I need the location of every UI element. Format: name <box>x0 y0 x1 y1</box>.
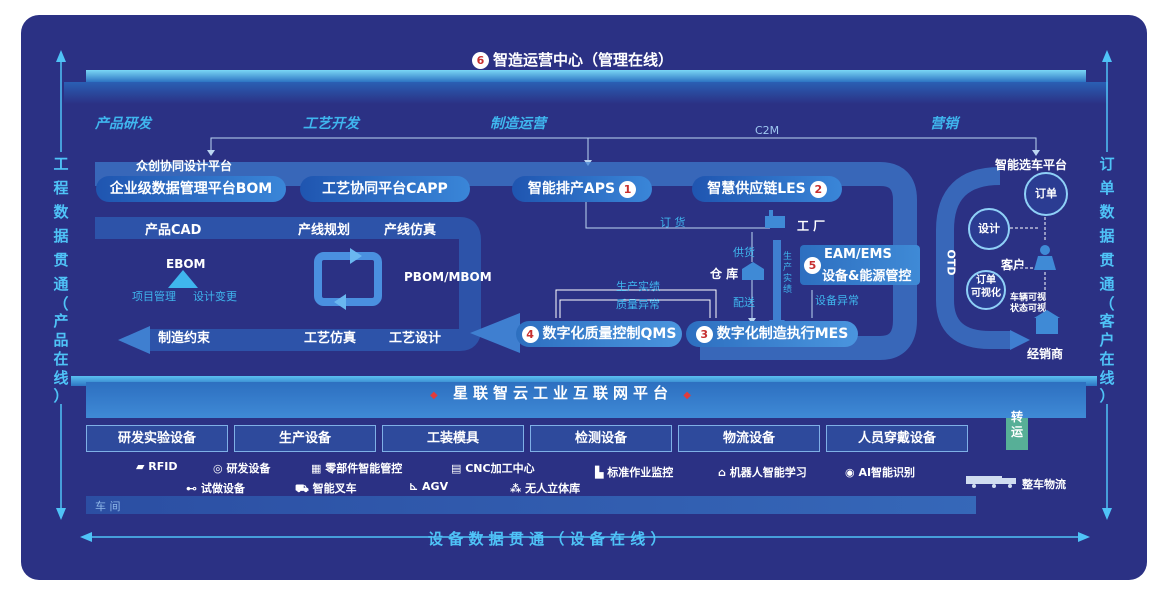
left-axis-text: 工 程 数 据 贯 通 （ 产 品 在 线 ） <box>51 152 71 404</box>
smart-car-platform: 智能选车平台 <box>995 158 1068 172</box>
trial-icon: ⊷ <box>186 482 201 495</box>
ebom-label: EBOM <box>166 257 206 271</box>
factory-label: 工 厂 <box>797 219 826 233</box>
workshop-band <box>86 496 976 514</box>
platform-bar <box>86 382 1086 418</box>
equipment-production[interactable]: 生产设备 <box>234 425 376 452</box>
order-label: 订 货 <box>660 216 686 229</box>
cnc-icon: ▤ <box>451 462 466 475</box>
track-label: 车辆可视 <box>1010 293 1047 303</box>
forklift-icon: ⛟ <box>295 482 313 495</box>
manufacturing-constraint: 制造约束 <box>158 331 211 346</box>
stage-product-rd: 产品研发 <box>95 116 151 132</box>
stage-process-dev: 工艺开发 <box>303 116 359 132</box>
equipment-wearable[interactable]: 人员穿戴设备 <box>826 425 968 452</box>
stage-marketing: 营销 <box>930 116 958 132</box>
agv-icon: ⊾ <box>409 480 423 493</box>
line-planning: 产线规划 <box>298 223 351 238</box>
number-badge-1: 1 <box>619 180 637 198</box>
design-change: 设计变更 <box>193 290 237 303</box>
equipment-data-axis: 设 备 数 据 贯 通 （ 设 备 在 线 ） <box>428 530 666 548</box>
capp-platform[interactable]: 工艺协同平台CAPP <box>300 176 470 202</box>
number-badge-2: 2 <box>809 180 827 198</box>
design-circle[interactable]: 设计 <box>968 208 1010 250</box>
platform-top-strip <box>60 376 1110 386</box>
product-cad: 产品CAD <box>145 223 202 238</box>
supply-label: 供货 <box>733 246 755 259</box>
eam-ems-label: EAM/EMS <box>824 247 892 262</box>
device-ai: ◉ AI智能识别 <box>845 466 916 479</box>
vehicle-logistics-label: 整车物流 <box>1022 478 1066 491</box>
number-badge-3: 3 <box>695 325 713 343</box>
device-cnc: ▤ CNC加工中心 <box>451 462 535 475</box>
top-band <box>64 82 1108 104</box>
warehouse-icon <box>742 262 764 280</box>
workshop-label: 车 间 <box>95 500 121 513</box>
eam-ems-box[interactable]: 5 EAM/EMS 设备&能源管控 <box>800 245 920 285</box>
ai-icon: ◉ <box>845 466 859 479</box>
factory-icon <box>765 210 785 228</box>
process-design: 工艺设计 <box>389 331 442 346</box>
project-management: 项目管理 <box>132 290 176 303</box>
process-simulation: 工艺仿真 <box>304 331 357 346</box>
diamond-icon: ◆ <box>430 390 443 401</box>
background-panel <box>21 15 1147 580</box>
order-circle[interactable]: 订单 <box>1024 172 1068 216</box>
line-simulation: 产线仿真 <box>384 223 437 238</box>
equipment-tooling[interactable]: 工装模具 <box>382 425 524 452</box>
device-rd: ◎ 研发设备 <box>213 462 271 475</box>
top-bar <box>86 70 1086 82</box>
equipment-energy-label: 设备&能源管控 <box>822 269 912 284</box>
pbom-mbom: PBOM/MBOM <box>404 270 492 284</box>
number-badge-5: 5 <box>804 257 821 274</box>
quality-anomaly-label: 质量异常 <box>616 298 660 311</box>
rd-device-icon: ◎ <box>213 462 227 475</box>
realtime-production-vertical: 生产实绩 <box>783 252 793 295</box>
device-parts: ▦ 零部件智能管控 <box>311 462 403 475</box>
asrs-icon: ⁂ <box>510 482 526 495</box>
monitor-icon: ▙ <box>595 466 608 479</box>
device-trial: ⊷ 试做设备 <box>186 482 245 495</box>
equipment-rd-lab[interactable]: 研发实验设备 <box>86 425 228 452</box>
equipment-inspection[interactable]: 检测设备 <box>530 425 672 452</box>
number-badge-4: 4 <box>521 325 539 343</box>
device-forklift: ⛟ 智能叉车 <box>295 482 357 495</box>
customer-label: 客户 <box>1001 258 1026 272</box>
order-visualization-circle[interactable]: 订单 可视化 <box>966 270 1006 310</box>
equipment-anomaly-label: 设备异常 <box>815 294 859 307</box>
device-agv: ⊾ AGV <box>409 480 449 493</box>
device-rfid: ▰ RFID <box>136 460 178 473</box>
robot-icon: ⌂ <box>718 466 730 479</box>
device-asrs: ⁂ 无人立体库 <box>510 482 581 495</box>
warehouse-label: 仓 库 <box>710 267 739 281</box>
platform-title: ◆ 星联智云工业互联网平台 ◆ <box>430 384 696 402</box>
c2m-label: C2M <box>755 124 780 137</box>
device-standard-op: ▙ 标准作业监控 <box>595 466 674 479</box>
diamond-icon: ◆ <box>683 390 696 401</box>
transfer-label: 转 运 <box>1011 410 1024 439</box>
bom-platform[interactable]: 企业级数据管理平台BOM <box>96 176 286 202</box>
equipment-logistics[interactable]: 物流设备 <box>678 425 820 452</box>
device-robot: ⌂ 机器人智能学习 <box>718 466 807 479</box>
crowd-design-platform: 众创协同设计平台 <box>136 159 233 173</box>
grid-icon: ▦ <box>311 462 326 475</box>
stage-manufacturing: 制造运营 <box>490 116 546 132</box>
right-axis-text: 订 单 数 据 贯 通 （ 客 户 在 线 ） <box>1097 152 1117 404</box>
delivery-label: 配送 <box>733 296 755 309</box>
up-arrow-icon <box>168 270 198 288</box>
realtime-production-label: 生产实绩 <box>616 280 660 293</box>
rfid-icon: ▰ <box>136 460 149 473</box>
dealer-label: 经销商 <box>1027 347 1064 361</box>
truck-icon <box>966 476 1016 488</box>
otd-label: OTD <box>944 249 958 276</box>
dealer-icon <box>1034 310 1060 334</box>
status-label: 状态可视 <box>1010 304 1047 314</box>
customer-icon <box>1034 245 1056 270</box>
number-badge-6: 6 <box>472 52 489 69</box>
